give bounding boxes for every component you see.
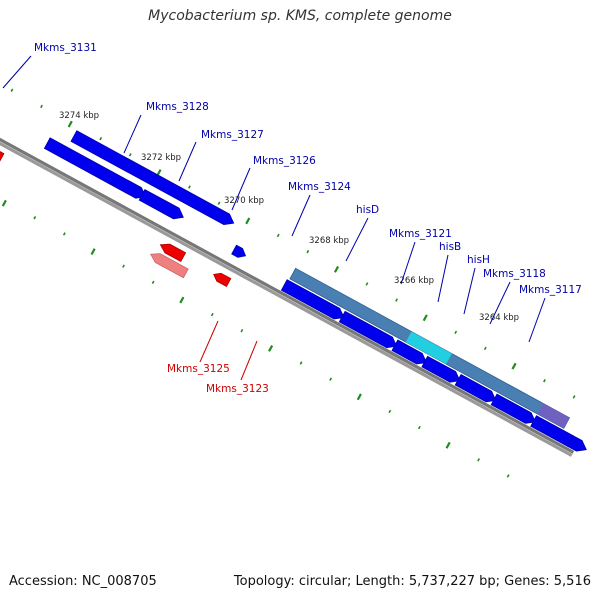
scale-tick — [483, 346, 487, 351]
scale-tick — [572, 395, 576, 399]
forward-gene — [70, 130, 235, 226]
genome-info-label: Topology: circular; Length: 5,737,227 bp… — [233, 574, 591, 589]
gene-label-leader — [400, 241, 416, 285]
backbone-line — [0, 141, 573, 457]
scale-tick — [388, 409, 392, 414]
forward-gene — [280, 279, 345, 320]
scale-tick — [99, 136, 103, 141]
tick-layer — [1, 88, 576, 478]
forward-gene — [454, 373, 497, 403]
scale-tick — [445, 441, 451, 449]
scale-tick — [90, 248, 96, 256]
forward-gene — [391, 339, 428, 365]
gene-label-leader — [178, 141, 197, 182]
scale-tick — [329, 377, 333, 381]
scale-tick — [128, 153, 132, 157]
scale-tick — [276, 233, 280, 238]
gene-label: hisB — [439, 241, 461, 253]
scale-tick — [151, 280, 155, 285]
scale-tick — [33, 216, 37, 220]
scale-tick — [454, 330, 458, 335]
scale-tick — [188, 185, 191, 189]
gene-label-leader — [231, 167, 251, 211]
scale-label: 3264 kbp — [479, 313, 519, 323]
gene-label: Mkms_3123 — [206, 383, 269, 395]
scale-tick — [268, 345, 274, 352]
gene-label-leader — [123, 114, 142, 154]
forward-gene — [421, 355, 461, 383]
gene-label: hisD — [356, 204, 379, 216]
gene-label: hisH — [467, 254, 490, 266]
accession-label: Accession: NC_008705 — [9, 574, 157, 589]
forward-gene — [490, 393, 536, 424]
forward-gene — [338, 310, 398, 349]
highlighted-region-violet — [537, 403, 570, 429]
gene-label-leader — [437, 254, 449, 303]
scale-tick — [395, 298, 398, 302]
backbone-layer — [0, 137, 575, 457]
scale-tick — [506, 474, 510, 478]
gene-label: Mkms_3127 — [201, 129, 264, 141]
scale-tick — [422, 314, 428, 322]
forward-gene — [138, 189, 184, 220]
scale-tick — [10, 88, 14, 92]
gene-label: Mkms_3128 — [146, 101, 209, 113]
gene-label-leader — [528, 297, 546, 343]
scale-label: 3272 kbp — [141, 153, 181, 163]
scale-label: 3266 kbp — [394, 276, 434, 286]
reverse-gene — [159, 243, 187, 263]
forward-gene — [231, 244, 247, 258]
forward-gene — [567, 435, 587, 452]
scale-tick — [333, 265, 340, 273]
gene-label: Mkms_3126 — [253, 155, 316, 167]
gene-label: Mkms_3124 — [288, 181, 351, 193]
gene-label-leader — [2, 55, 32, 89]
map-title: Mycobacterium sp. KMS, complete genome — [148, 8, 452, 24]
scale-tick — [299, 361, 303, 365]
gene-label-leader — [240, 340, 258, 381]
scale-tick — [217, 201, 221, 205]
scale-tick — [156, 169, 162, 176]
scale-tick — [122, 264, 125, 268]
gene-label: Mkms_3125 — [167, 363, 230, 375]
reverse-gene — [213, 272, 232, 288]
gene-label: Mkms_3131 — [34, 42, 97, 54]
reverse-gene — [0, 151, 5, 162]
scale-tick — [40, 104, 43, 109]
scale-tick — [210, 312, 214, 317]
scale-tick — [62, 232, 66, 236]
scale-tick — [240, 329, 244, 333]
scale-tick — [543, 379, 546, 383]
scale-label: 3268 kbp — [309, 236, 349, 246]
highlighted-region-cyan — [405, 331, 452, 365]
scale-tick — [417, 425, 421, 430]
scale-tick — [365, 282, 369, 286]
gene-label-leader — [345, 217, 369, 262]
scale-tick — [306, 249, 310, 254]
scale-tick — [511, 362, 517, 370]
scale-tick — [67, 120, 73, 128]
scale-label: 3270 kbp — [224, 196, 264, 206]
scale-tick — [356, 393, 362, 401]
gene-label-leader — [489, 281, 511, 325]
backbone-line — [0, 137, 575, 454]
gene-label: Mkms_3121 — [389, 228, 452, 240]
scale-tick — [245, 217, 251, 225]
scale-tick — [477, 458, 480, 462]
scale-tick — [1, 199, 7, 207]
scale-tick — [179, 296, 185, 304]
gene-label-leader — [291, 194, 311, 237]
gene-label: Mkms_3118 — [483, 268, 546, 280]
scale-label: 3274 kbp — [59, 111, 99, 121]
gene-label-leader — [199, 320, 219, 363]
gene-label-leader — [463, 267, 476, 315]
reverse-gene-light — [150, 253, 189, 279]
gene-label: Mkms_3117 — [519, 284, 582, 296]
